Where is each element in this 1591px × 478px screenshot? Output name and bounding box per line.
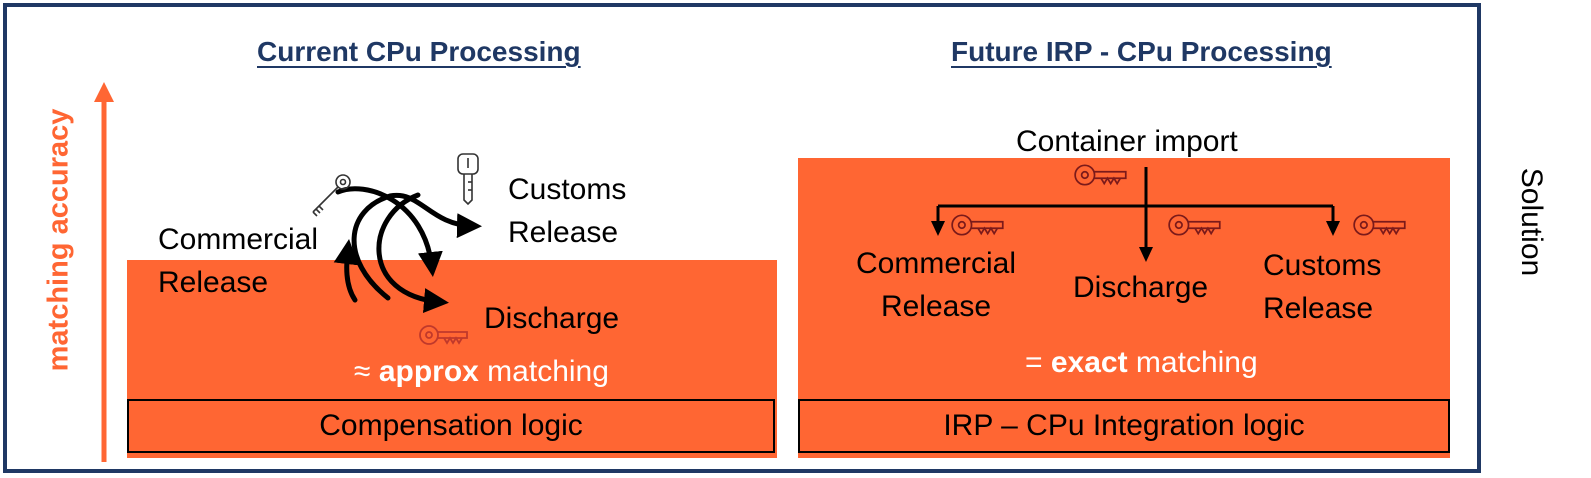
right-title: Future IRP - CPu Processing [951,36,1332,67]
right-commercial-release-label: Commercial Release [855,247,1017,323]
right-discharge-label: Discharge [1073,271,1209,304]
accuracy-arrow [94,82,114,462]
container-import-label: Container import [1016,125,1238,158]
key-icon [419,325,468,345]
right-logic-box: IRP – CPu Integration logic [798,399,1450,453]
left-logic-label: Compensation logic [319,409,583,442]
right-logic-label: IRP – CPu Integration logic [943,409,1305,442]
left-logic-box: Compensation logic [127,399,775,453]
car-key-icon [457,153,479,206]
left-discharge-label: Discharge [484,302,620,335]
right-matching-label: = exact matching [1025,346,1258,379]
skeleton-key-icon [312,174,351,217]
diagram-frame [3,3,1481,473]
key-icon [1074,164,1127,186]
left-customs-release-label: Customs Release [508,173,627,249]
left-title: Current CPu Processing [257,36,581,67]
left-commercial-release-label: Commercial Release [158,223,319,299]
left-matching-label: ≈ approx matching [354,355,609,388]
key-icon [1168,214,1221,236]
right-customs-release-label: Customs Release [1263,249,1382,325]
key-icon [951,214,1004,236]
key-icon [1353,214,1406,236]
